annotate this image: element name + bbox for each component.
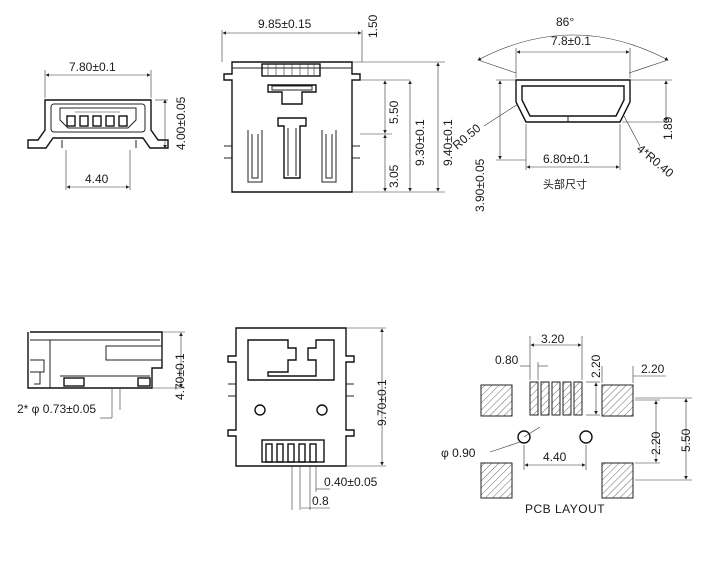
head-r040-label: 4*R0.40 xyxy=(634,142,676,181)
side-view: 4.70±0.1 2* φ 0.73±0.05 xyxy=(17,331,187,419)
top-d150-label: 1.50 xyxy=(366,14,380,38)
front-pins xyxy=(66,115,128,127)
pcb-080-label: 0.80 xyxy=(495,353,519,367)
front-view: 7.80±0.1 4.00±0.05 4.40 xyxy=(27,60,188,190)
head-width-label: 7.8±0.1 xyxy=(551,34,591,48)
pcb-signal-pads xyxy=(529,381,583,416)
bottom-pitch-label: 0.8 xyxy=(312,494,329,508)
bottom-h970-label: 9.70±0.1 xyxy=(375,379,389,426)
head-view: 86° 7.8±0.1 R0.50 1.89 6.80±0.1 4*R0.40 … xyxy=(450,15,677,212)
top-d930-label: 9.30±0.1 xyxy=(413,119,427,166)
head-h189-label: 1.89 xyxy=(661,116,675,140)
bottom-pins xyxy=(265,443,317,463)
pcb-220c-label: 2.20 xyxy=(649,431,663,455)
bottom-pin-label: 0.40±0.05 xyxy=(324,475,378,489)
pcb-pad-left-top xyxy=(480,384,513,417)
pcb-440-label: 4.40 xyxy=(543,450,567,464)
head-h390-label: 3.90±0.05 xyxy=(473,158,487,212)
top-d940-label: 9.40±0.1 xyxy=(441,119,455,166)
pcb-hole-label: φ 0.90 xyxy=(441,446,476,460)
head-caption: 头部尺寸 xyxy=(543,177,587,191)
bottom-view: 9.70±0.1 0.40±0.05 0.8 xyxy=(227,327,389,510)
top-d550-label: 5.50 xyxy=(387,100,401,124)
side-hole-label: 2* φ 0.73±0.05 xyxy=(17,402,96,416)
pcb-pad-left-bottom xyxy=(480,462,513,499)
side-h470-label: 4.70±0.1 xyxy=(173,353,187,400)
front-height-label: 4.00±0.05 xyxy=(174,96,188,150)
pcb-pad-right-bottom xyxy=(601,462,634,499)
pcb-pad-right-top xyxy=(601,384,634,417)
pcb-320-label: 3.20 xyxy=(541,332,565,346)
pcb-layout: 3.20 0.80 2.20 2.20 2.20 xyxy=(441,332,693,516)
pcb-220a-label: 2.20 xyxy=(589,354,603,378)
pcb-220b-label: 2.20 xyxy=(641,362,665,376)
head-inner-label: 6.80±0.1 xyxy=(543,152,590,166)
top-d305-label: 3.05 xyxy=(387,164,401,188)
pcb-caption: PCB LAYOUT xyxy=(525,502,605,516)
head-angle-label: 86° xyxy=(556,15,574,29)
top-width-label: 9.85±0.15 xyxy=(258,17,312,31)
front-width-label: 7.80±0.1 xyxy=(69,60,116,74)
pcb-550-label: 5.50 xyxy=(679,428,693,452)
top-view: 9.85±0.15 1.50 xyxy=(221,14,455,193)
pcb-hole-left xyxy=(517,430,531,444)
pcb-hole-right xyxy=(579,430,593,444)
front-pitch-label: 4.40 xyxy=(85,172,109,186)
